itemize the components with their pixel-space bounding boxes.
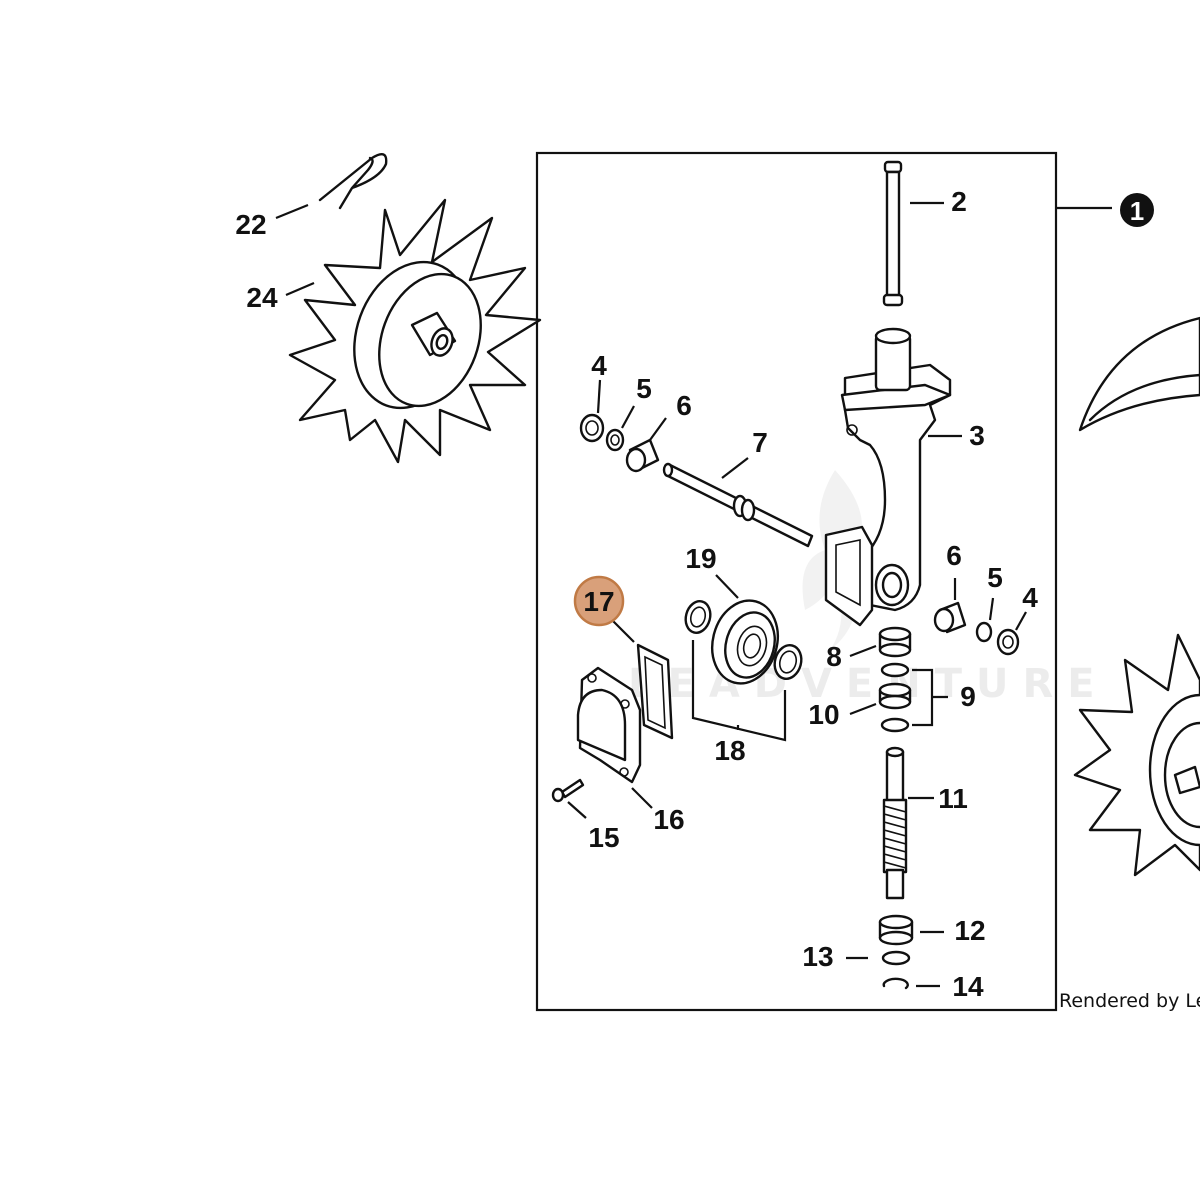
assembly-marker-label: 1 — [1130, 196, 1144, 226]
part-6-bushing-left[interactable] — [625, 438, 660, 473]
part-11-worm-shaft[interactable] — [882, 746, 908, 900]
part-4-seal-left[interactable] — [579, 413, 605, 443]
part-10-bushing[interactable] — [878, 682, 912, 710]
part-2-shaft[interactable] — [882, 160, 904, 307]
label-8: 8 — [826, 641, 842, 672]
part-13-washer[interactable] — [881, 950, 911, 966]
label-11: 11 — [938, 783, 968, 814]
label-24: 24 — [246, 282, 278, 313]
part-22-hairpin-clip[interactable] — [318, 152, 388, 210]
label-17: 17 — [583, 586, 614, 617]
label-6-right: 6 — [946, 540, 962, 571]
assembly-marker[interactable] — [1120, 193, 1154, 227]
part-16-cover[interactable] — [576, 666, 642, 784]
label-19: 19 — [685, 543, 716, 574]
label-4-left: 4 — [591, 350, 607, 381]
label-22: 22 — [235, 209, 266, 240]
label-14: 14 — [952, 971, 984, 1002]
part-14-circlip[interactable] — [882, 977, 909, 990]
label-5-right: 5 — [987, 562, 1003, 593]
label-18: 18 — [714, 735, 745, 766]
part-8-bushing[interactable] — [878, 626, 912, 658]
label-10: 10 — [808, 699, 839, 730]
assembly-frame — [535, 151, 1058, 1012]
label-16: 16 — [653, 804, 684, 835]
part-9-ring-lower[interactable] — [880, 717, 910, 733]
part-18-ring-left[interactable] — [682, 598, 713, 635]
part-9-ring-upper[interactable] — [880, 662, 910, 678]
right-tine-partial — [1073, 633, 1200, 877]
part-15-screw[interactable] — [551, 778, 585, 803]
part-7-shaft[interactable] — [662, 462, 814, 548]
label-3: 3 — [969, 420, 985, 451]
part-5-ring-left[interactable] — [605, 428, 625, 452]
part-12-bushing[interactable] — [878, 914, 914, 946]
part-19-bearing[interactable] — [703, 593, 787, 691]
part-6-bushing-right[interactable] — [933, 601, 967, 634]
label-13: 13 — [802, 941, 833, 972]
tine-shield-partial — [1078, 316, 1200, 432]
label-15: 15 — [588, 822, 619, 853]
label-12: 12 — [954, 915, 985, 946]
label-9: 9 — [960, 681, 976, 712]
part-24-tine[interactable] — [288, 198, 542, 464]
part-5-ring-right[interactable] — [975, 621, 993, 643]
highlight-marker-17[interactable] — [573, 575, 625, 627]
part-3-housing[interactable] — [824, 327, 952, 627]
label-6-left: 6 — [676, 390, 692, 421]
label-5-left: 5 — [636, 373, 652, 404]
label-4-right: 4 — [1022, 582, 1038, 613]
part-17-gasket[interactable] — [636, 643, 674, 740]
render-credit: Rendered by Lead — [1059, 990, 1200, 1012]
watermark: LEADVENTURE — [628, 661, 1109, 707]
part-4-seal-right[interactable] — [996, 628, 1020, 656]
label-2: 2 — [951, 186, 967, 217]
label-7: 7 — [752, 427, 768, 458]
